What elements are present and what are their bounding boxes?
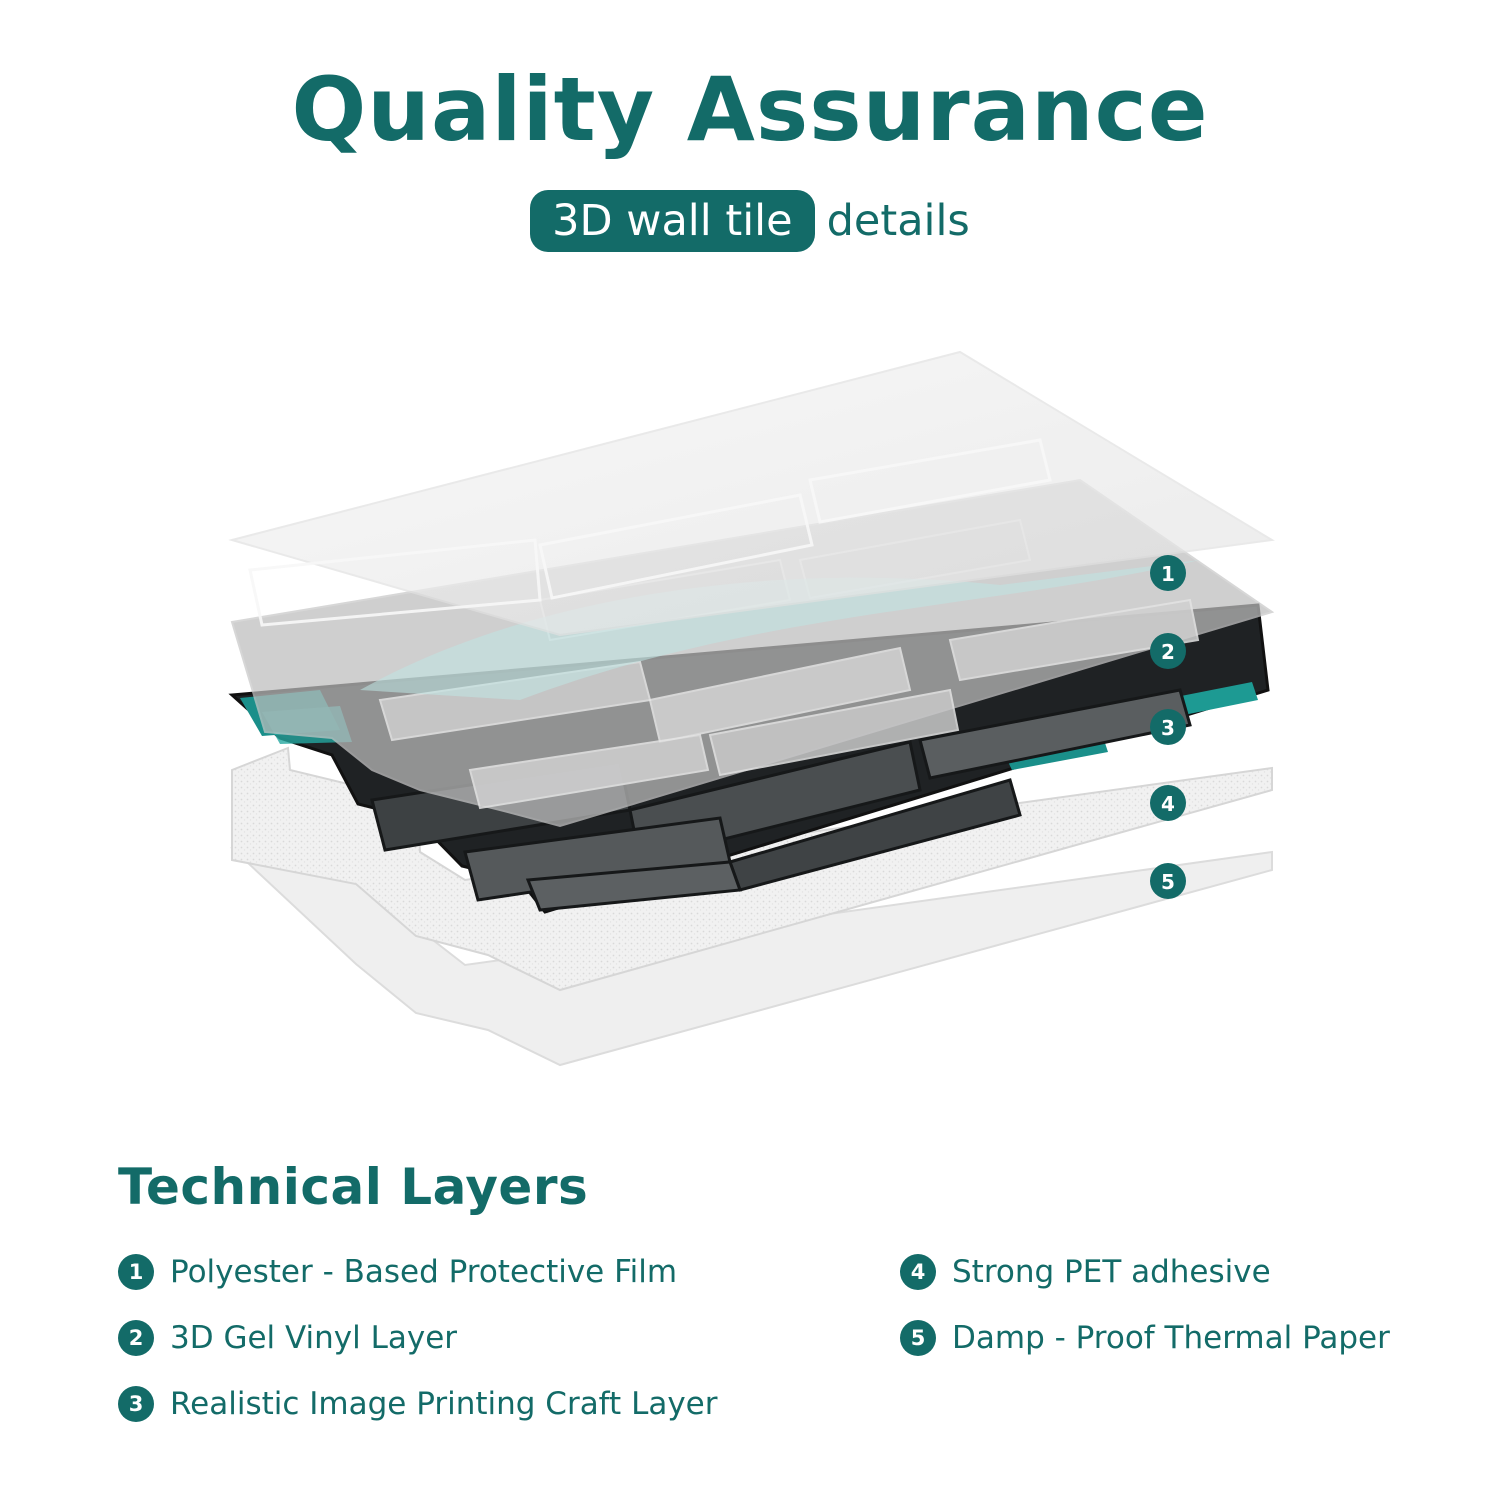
callout-5: 5 bbox=[1150, 863, 1186, 899]
legend-label: Polyester - Based Protective Film bbox=[170, 1254, 678, 1290]
page-title: Quality Assurance bbox=[291, 58, 1209, 161]
legend-label: 3D Gel Vinyl Layer bbox=[170, 1320, 458, 1356]
technical-layers-heading: Technical Layers bbox=[118, 1158, 589, 1216]
callout-1: 1 bbox=[1150, 555, 1186, 591]
legend-number-badge: 4 bbox=[900, 1254, 936, 1290]
layer-1-protective-film bbox=[228, 350, 1275, 637]
legend-number-badge: 1 bbox=[118, 1254, 154, 1290]
svg-text:2: 2 bbox=[1161, 640, 1175, 664]
callout-3: 3 bbox=[1150, 709, 1186, 745]
svg-text:3: 3 bbox=[1161, 716, 1175, 740]
legend-label: Realistic Image Printing Craft Layer bbox=[170, 1386, 718, 1422]
callout-4: 4 bbox=[1150, 785, 1186, 821]
layer-stack-diagram: 1 2 3 4 5 bbox=[228, 350, 1275, 1067]
legend-item-5: 5 Damp - Proof Thermal Paper bbox=[900, 1320, 1390, 1356]
legend-number-badge: 5 bbox=[900, 1320, 936, 1356]
callout-2: 2 bbox=[1150, 633, 1186, 669]
legend-number-badge: 3 bbox=[118, 1386, 154, 1422]
legend-item-1: 1 Polyester - Based Protective Film bbox=[118, 1254, 677, 1290]
legend-item-3: 3 Realistic Image Printing Craft Layer bbox=[118, 1386, 718, 1422]
legend-item-2: 2 3D Gel Vinyl Layer bbox=[118, 1320, 457, 1356]
subtitle-rest: details bbox=[826, 196, 970, 246]
svg-text:5: 5 bbox=[1161, 870, 1175, 894]
svg-text:1: 1 bbox=[1161, 562, 1175, 586]
legend-label: Damp - Proof Thermal Paper bbox=[952, 1320, 1390, 1356]
legend-label: Strong PET adhesive bbox=[952, 1254, 1271, 1290]
svg-text:4: 4 bbox=[1161, 792, 1175, 816]
subtitle-highlight-badge: 3D wall tile bbox=[530, 190, 815, 252]
legend-item-4: 4 Strong PET adhesive bbox=[900, 1254, 1271, 1290]
legend-number-badge: 2 bbox=[118, 1320, 154, 1356]
